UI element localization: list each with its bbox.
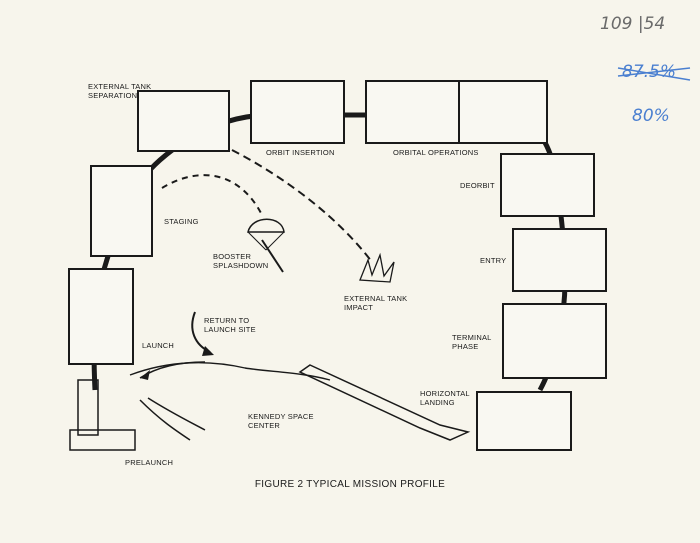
launch-path	[139, 361, 206, 379]
panel-horizontal-landing	[476, 391, 572, 451]
crawlerway-1	[139, 399, 191, 441]
coastline	[129, 362, 331, 381]
tank-impact-splash	[359, 252, 395, 283]
panel-orbital-operations-1	[365, 80, 460, 144]
label-terminal-phase: TERMINAL PHASE	[452, 333, 492, 351]
parachute	[247, 218, 285, 233]
launch-pad-base	[69, 429, 136, 451]
label-return-to-launch-site: RETURN TO LAUNCH SITE	[204, 316, 256, 334]
panel-external-tank-separation	[137, 90, 230, 152]
handwritten-number: 109 |54	[600, 14, 666, 34]
panel-orbital-operations-2	[458, 80, 548, 144]
label-entry: ENTRY	[480, 256, 507, 265]
label-kennedy-space-center: KENNEDY SPACE CENTER	[248, 412, 314, 430]
panel-staging	[90, 165, 153, 257]
panel-entry	[512, 228, 607, 292]
label-deorbit: DEORBIT	[460, 181, 495, 190]
handwritten-percent: 80%	[632, 106, 670, 126]
label-staging: STAGING	[164, 217, 199, 226]
label-external-tank-impact: EXTERNAL TANK IMPACT	[344, 294, 408, 312]
booster-trajectory	[161, 174, 263, 216]
label-horizontal-landing: HORIZONTAL LANDING	[420, 389, 470, 407]
label-orbit-insertion: ORBIT INSERTION	[266, 148, 335, 157]
figure-caption: FIGURE 2 TYPICAL MISSION PROFILE	[254, 479, 446, 490]
runway	[298, 364, 471, 441]
external-tank-trajectory	[231, 149, 373, 263]
label-booster-splashdown: BOOSTER SPLASHDOWN	[213, 252, 269, 270]
crawlerway-2	[147, 397, 206, 431]
panel-terminal-phase	[502, 303, 607, 379]
booster-splash-trajectory	[261, 239, 284, 273]
label-external-tank-separation: EXTERNAL TANK SEPARATION	[88, 82, 152, 100]
label-prelaunch: PRELAUNCH	[125, 458, 174, 467]
label-orbital-operations: ORBITAL OPERATIONS	[393, 148, 479, 157]
launch-pad-tower	[77, 379, 99, 436]
handwritten-crossed-percent: 87.5%	[622, 62, 677, 82]
panel-orbit-insertion	[250, 80, 345, 144]
panel-deorbit	[500, 153, 595, 217]
panel-launch	[68, 268, 134, 365]
label-launch: LAUNCH	[142, 341, 175, 350]
